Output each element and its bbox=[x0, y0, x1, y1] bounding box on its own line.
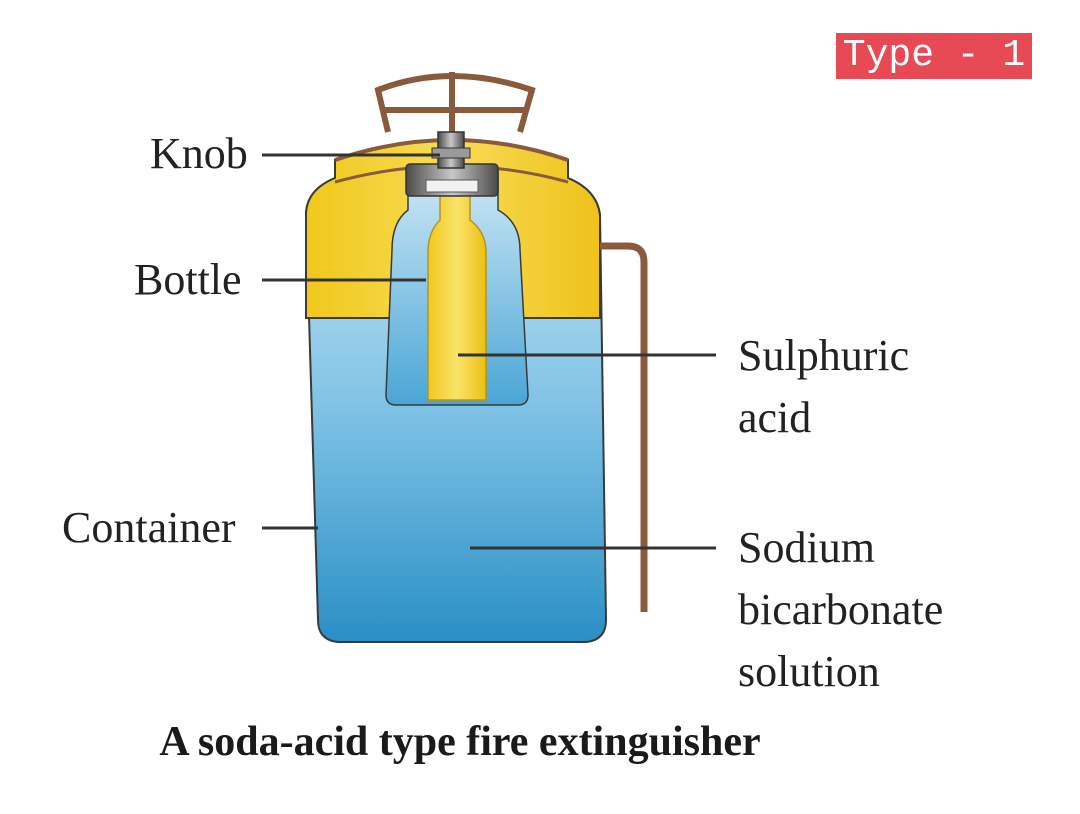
knob-label: Knob bbox=[150, 129, 248, 178]
sodium-bicarbonate-label-line1: Sodium bbox=[738, 523, 875, 572]
sulphuric-acid-label-line1: Sulphuric bbox=[738, 331, 910, 380]
sulphuric-acid-label-line2: acid bbox=[738, 393, 812, 442]
leader-lines bbox=[262, 153, 716, 550]
figure-caption: A soda-acid type fire extinguisher bbox=[159, 719, 761, 765]
acid-bottle bbox=[427, 189, 487, 401]
bottle-label: Bottle bbox=[134, 255, 242, 304]
knob-part bbox=[405, 131, 499, 197]
handle-cage bbox=[374, 72, 536, 138]
discharge-pipe bbox=[600, 242, 648, 612]
type-badge: Type - 1 bbox=[836, 33, 1032, 79]
sodium-bicarbonate-label-line2: bicarbonate bbox=[738, 585, 944, 634]
container-label: Container bbox=[62, 503, 236, 552]
sodium-bicarbonate-label-line3: solution bbox=[738, 647, 880, 696]
